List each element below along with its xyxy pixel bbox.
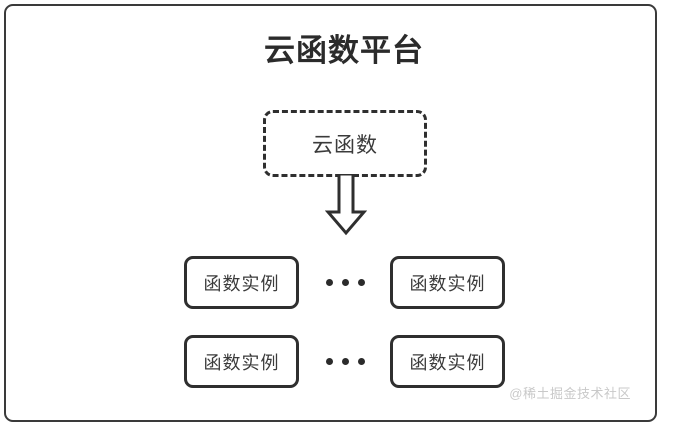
ellipsis-dot <box>341 279 349 286</box>
ellipsis-dot <box>357 279 365 286</box>
ellipsis-dot <box>341 358 349 365</box>
function-instance-box: 函数实例 <box>184 256 299 309</box>
ellipsis-dot <box>325 358 333 365</box>
watermark: @稀土掘金技术社区 <box>509 386 631 401</box>
ellipsis-icon <box>315 256 375 309</box>
function-instance-label: 函数实例 <box>203 352 280 373</box>
function-instance-box: 函数实例 <box>390 256 505 309</box>
page-title: 云函数平台 <box>264 33 424 68</box>
ellipsis-dot <box>357 358 365 365</box>
cloud-function-node: 云函数 <box>263 110 427 177</box>
function-instance-label: 函数实例 <box>409 273 486 294</box>
function-instance-box: 函数实例 <box>184 335 299 388</box>
ellipsis-icon <box>315 335 375 388</box>
ellipsis-dot <box>325 279 333 286</box>
function-instance-box: 函数实例 <box>390 335 505 388</box>
function-instance-label: 函数实例 <box>409 352 486 373</box>
function-instance-label: 函数实例 <box>203 273 280 294</box>
cloud-function-node-label: 云函数 <box>312 133 378 157</box>
down-arrow-icon <box>324 172 368 236</box>
platform-container: 云函数平台 云函数 函数实例 函数实例 函数实例 <box>4 4 657 422</box>
